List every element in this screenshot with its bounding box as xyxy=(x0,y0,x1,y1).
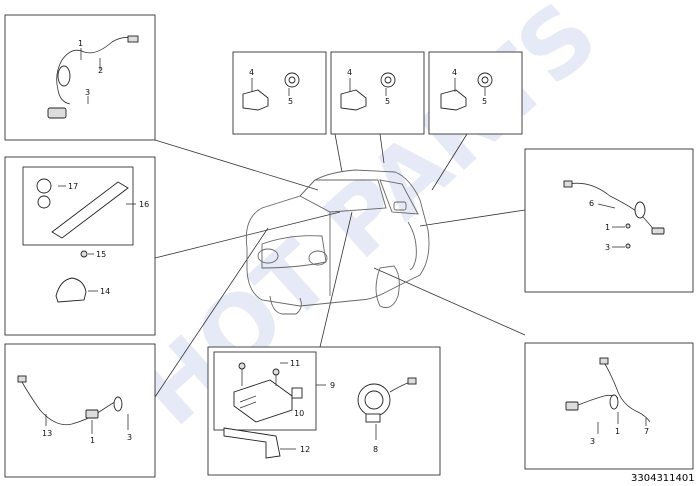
callout-7: 7 xyxy=(644,427,649,436)
callout-5: 5 xyxy=(385,97,390,106)
sensor-cable xyxy=(21,381,119,426)
box-right-mid: 6 1 3 xyxy=(524,148,694,293)
connector xyxy=(17,375,27,383)
bracket xyxy=(609,394,619,410)
box-bottom-left: 13 1 3 xyxy=(4,343,156,478)
clip xyxy=(291,387,303,399)
callout-12: 12 xyxy=(300,445,310,454)
callout-13: 13 xyxy=(42,429,52,438)
bracket xyxy=(113,396,123,412)
box-sensor-c: 4 5 xyxy=(428,51,523,135)
callout-4: 4 xyxy=(249,68,254,77)
horn xyxy=(55,277,87,303)
callout-11: 11 xyxy=(290,359,300,368)
box-bottom-right: 3 1 7 xyxy=(524,342,694,470)
sensor-cable xyxy=(56,37,139,105)
connector xyxy=(563,180,573,188)
car-illustration xyxy=(245,169,430,315)
button-switch xyxy=(37,195,51,209)
callout-3: 3 xyxy=(85,88,90,97)
callout-14: 14 xyxy=(100,287,110,296)
callout-3: 3 xyxy=(605,243,610,252)
box-mid-left: 17 16 15 14 xyxy=(4,156,156,336)
control-module xyxy=(51,181,129,239)
box-bottom-center: 11 9 10 12 8 xyxy=(207,346,441,476)
sensor-head xyxy=(85,409,99,419)
callout-1: 1 xyxy=(605,223,610,232)
sensor-bracket xyxy=(242,89,269,111)
callout-10: 10 xyxy=(294,409,304,418)
sensor-bracket xyxy=(440,89,467,111)
callout-3: 3 xyxy=(590,437,595,446)
callout-4: 4 xyxy=(347,68,352,77)
sensor-cable xyxy=(567,182,655,231)
callout-3: 3 xyxy=(127,433,132,442)
sensor-cable xyxy=(603,361,651,423)
callout-5: 5 xyxy=(482,97,487,106)
sensor-head xyxy=(565,401,579,411)
callout-16: 16 xyxy=(139,200,149,209)
box-sensor-b: 4 5 xyxy=(330,51,425,135)
sensor-bracket xyxy=(340,89,367,111)
connector xyxy=(127,35,139,43)
callout-15: 15 xyxy=(96,250,106,259)
airbag-control-unit xyxy=(233,379,293,423)
document-id: 3304311401 xyxy=(631,473,695,484)
callout-9: 9 xyxy=(330,381,335,390)
callout-1: 1 xyxy=(615,427,620,436)
box-sensor-a: 4 5 xyxy=(232,51,327,135)
bolt xyxy=(272,368,280,376)
mounting-bracket xyxy=(223,427,281,459)
sensor-head xyxy=(47,107,67,119)
sensor-head xyxy=(651,227,665,235)
callout-4: 4 xyxy=(452,68,457,77)
box-top-left: 1 2 3 xyxy=(4,14,156,141)
callout-6: 6 xyxy=(589,199,594,208)
bracket xyxy=(634,201,646,219)
callout-1: 1 xyxy=(90,436,95,445)
callout-1: 1 xyxy=(78,39,83,48)
bolt xyxy=(238,362,246,370)
callout-8: 8 xyxy=(373,445,378,454)
button-switch xyxy=(36,178,52,194)
callout-17: 17 xyxy=(68,182,78,191)
bracket xyxy=(57,65,71,87)
callout-5: 5 xyxy=(288,97,293,106)
callout-2: 2 xyxy=(98,66,103,75)
connector xyxy=(599,357,609,365)
